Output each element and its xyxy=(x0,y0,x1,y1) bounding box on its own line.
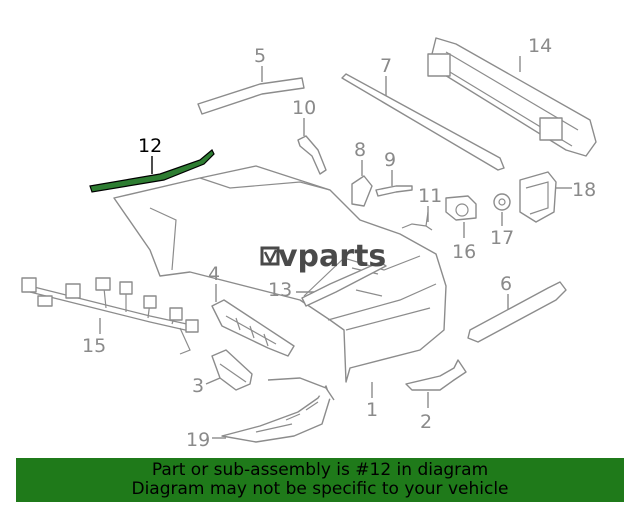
callout-19: 19 xyxy=(186,429,210,451)
callout-11: 11 xyxy=(418,185,442,207)
part-16-sensor[interactable] xyxy=(445,195,477,221)
callout-7: 7 xyxy=(380,55,392,77)
callout-8: 8 xyxy=(354,139,366,161)
callout-1: 1 xyxy=(366,399,378,421)
callout-17: 17 xyxy=(490,227,514,249)
callout-2: 2 xyxy=(420,411,432,433)
part-3-mount-bracket[interactable] xyxy=(211,349,253,391)
part-18-housing[interactable] xyxy=(519,171,557,223)
callout-6: 6 xyxy=(500,273,512,295)
part-9-clip[interactable] xyxy=(375,185,413,197)
part-12-shape xyxy=(89,149,215,193)
part-17-grommet[interactable] xyxy=(493,193,511,211)
notice-line-2: Diagram may not be specific to your vehi… xyxy=(131,479,509,499)
callout-14: 14 xyxy=(528,35,552,57)
part-15-wiring-harness[interactable] xyxy=(21,277,199,355)
callout-4: 4 xyxy=(208,263,220,285)
callout-5: 5 xyxy=(254,45,266,67)
watermark-text: vparts xyxy=(278,239,386,274)
vparts-watermark: vparts xyxy=(260,239,386,274)
part-8-cover[interactable] xyxy=(351,175,373,207)
callout-13: 13 xyxy=(268,279,292,301)
part-7-molding[interactable] xyxy=(341,73,505,171)
callout-3: 3 xyxy=(192,375,204,397)
callout-12: 12 xyxy=(138,135,162,157)
part-2-small-bracket[interactable] xyxy=(405,359,467,391)
part-19-arch-liner[interactable] xyxy=(221,377,335,443)
exploded-parts-diagram: 14 5 7 10 8 9 11 16 17 xyxy=(21,35,597,451)
notice-line-1: Part or sub-assembly is #12 in diagram xyxy=(151,460,489,480)
vparts-logo-v xyxy=(263,249,278,265)
part-14-reinforcement-bar[interactable] xyxy=(427,37,597,157)
part-4-lower-panel[interactable] xyxy=(211,299,295,357)
part-13-inner-strip[interactable] xyxy=(301,261,387,307)
part-10-bracket[interactable] xyxy=(297,135,327,175)
callout-9: 9 xyxy=(384,149,396,171)
part-6-side-molding[interactable] xyxy=(467,281,567,343)
part-12-highlighted-strip[interactable] xyxy=(89,149,215,193)
callout-18: 18 xyxy=(572,179,596,201)
part-5-trim-strip[interactable] xyxy=(197,77,305,115)
callout-10: 10 xyxy=(292,97,316,119)
leader-3 xyxy=(205,377,221,385)
notice-banner: Part or sub-assembly is #12 in diagram D… xyxy=(16,458,624,502)
callout-16: 16 xyxy=(452,241,476,263)
part-1-bumper-cover[interactable] xyxy=(113,165,447,383)
callout-15: 15 xyxy=(82,335,106,357)
